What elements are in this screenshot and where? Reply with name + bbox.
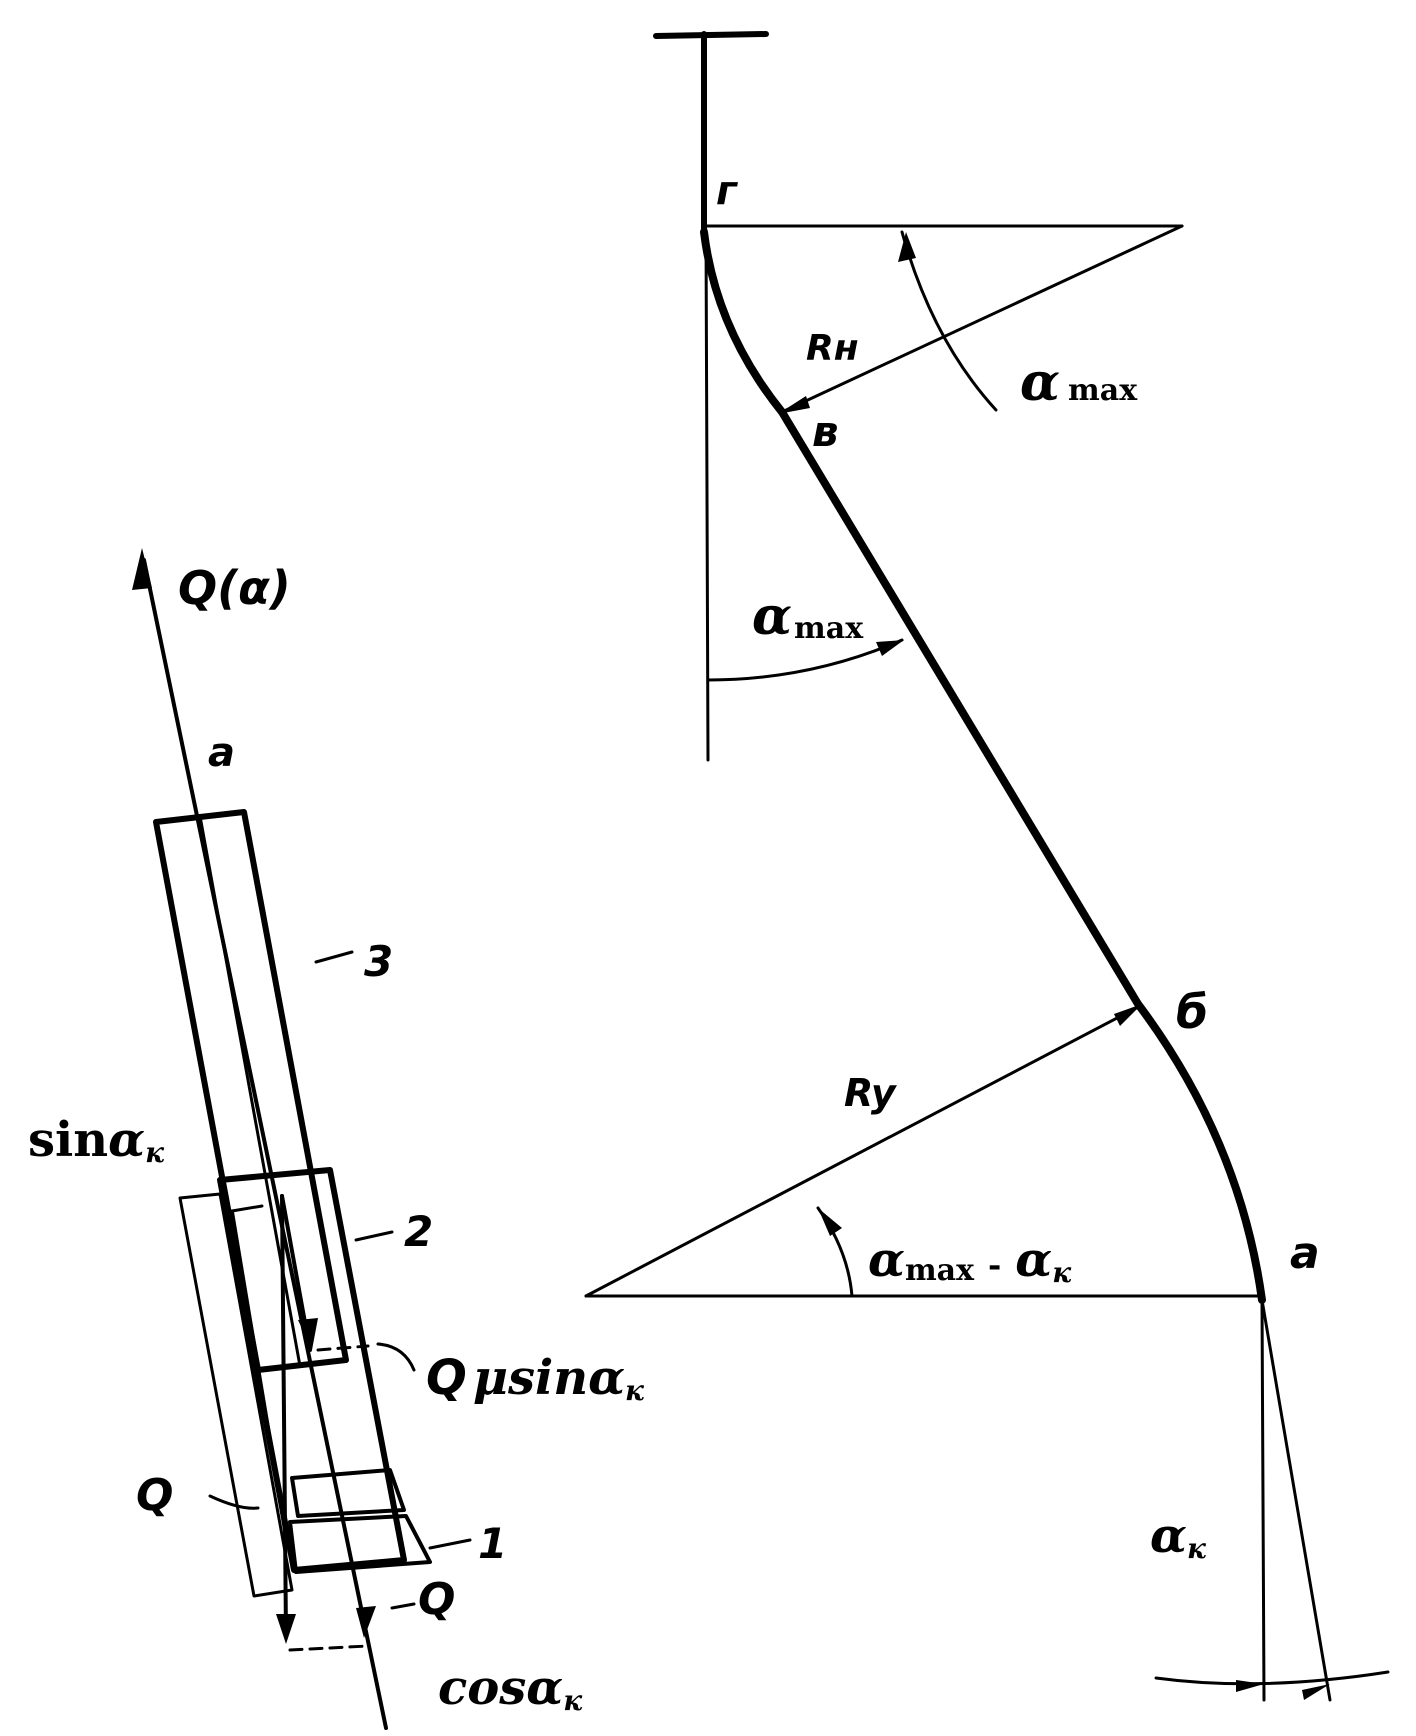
- component-1-top: [290, 1468, 406, 1518]
- component-1-body: [288, 1514, 432, 1574]
- leader-q-left: [208, 1494, 260, 1510]
- well-trajectory: [700, 228, 1266, 1304]
- label-component-1: 1: [478, 1519, 507, 1568]
- vertical-from-a: [1260, 1298, 1266, 1702]
- alpha-diff-arc-arrow: [818, 1208, 842, 1236]
- q-vertical-force-arrow: [276, 1614, 296, 1644]
- alpha-max-arc-middle: [706, 638, 904, 682]
- label-component-3: 3: [364, 937, 393, 986]
- alpha-max-arc-middle-arrow: [876, 640, 904, 656]
- radius-ry-line: [584, 1004, 1142, 1298]
- leader-q-mu: [376, 1342, 416, 1372]
- label-q-bottom: Q: [418, 1574, 455, 1625]
- label-ry: Ry: [844, 1071, 898, 1115]
- label-point-a-right: а: [1290, 1228, 1320, 1279]
- top-cap-line: [653, 31, 769, 39]
- inclined-from-a: [1260, 1298, 1332, 1702]
- alpha-max-arc-top: [900, 230, 998, 412]
- label-point-b: б: [1176, 985, 1208, 1039]
- label-rn: Rн: [806, 328, 859, 369]
- label-alpha-max-minus-alpha-k: αmax-αк: [868, 1232, 1072, 1289]
- component-force-line: [230, 1210, 288, 1538]
- leader-q-bottom: [390, 1602, 416, 1610]
- vertical-reference-line: [704, 228, 710, 762]
- label-alpha-max-middle: αmax: [752, 586, 864, 647]
- label-point-g: г: [716, 168, 738, 214]
- label-cos-alpha-k: cosαк: [438, 1660, 583, 1717]
- label-q-alpha: Q(α): [178, 561, 291, 615]
- alpha-max-arc-top-arrow: [898, 232, 916, 262]
- component-2-outer-frame: [178, 1192, 294, 1598]
- tool-axis-line: [142, 558, 388, 1730]
- component-3-inner-line: [198, 814, 302, 1368]
- label-point-a-left: а: [208, 730, 235, 776]
- mid-connector-dashed: [316, 1344, 370, 1352]
- label-sin-alpha-k-left: sinαк: [28, 1112, 165, 1169]
- leader-3: [314, 950, 354, 964]
- radius-rn-line: [780, 224, 1184, 414]
- label-point-v: в: [812, 407, 839, 456]
- q-alpha-arrowhead: [132, 548, 152, 590]
- q-vertical-force-line: [280, 1194, 288, 1638]
- friction-force-arrow: [298, 1318, 318, 1350]
- radius-rn-arrowhead: [778, 396, 810, 414]
- alpha-k-arrow-left: [1236, 1680, 1264, 1692]
- label-alpha-k: αк: [1150, 1508, 1207, 1565]
- leader-1: [428, 1538, 472, 1550]
- q-bottom-arrow: [356, 1606, 376, 1638]
- leader-2: [354, 1230, 394, 1242]
- alpha-k-arc: [1154, 1670, 1390, 1686]
- alpha-diff-arc: [816, 1206, 854, 1298]
- top-connector: [224, 1204, 264, 1214]
- alpha-k-arrow-right: [1302, 1684, 1330, 1700]
- bottom-connector-dashed: [288, 1644, 370, 1652]
- radius-ry-arrowhead: [1114, 1004, 1142, 1026]
- label-q-left: Q: [136, 1470, 173, 1521]
- label-component-2: 2: [404, 1207, 433, 1256]
